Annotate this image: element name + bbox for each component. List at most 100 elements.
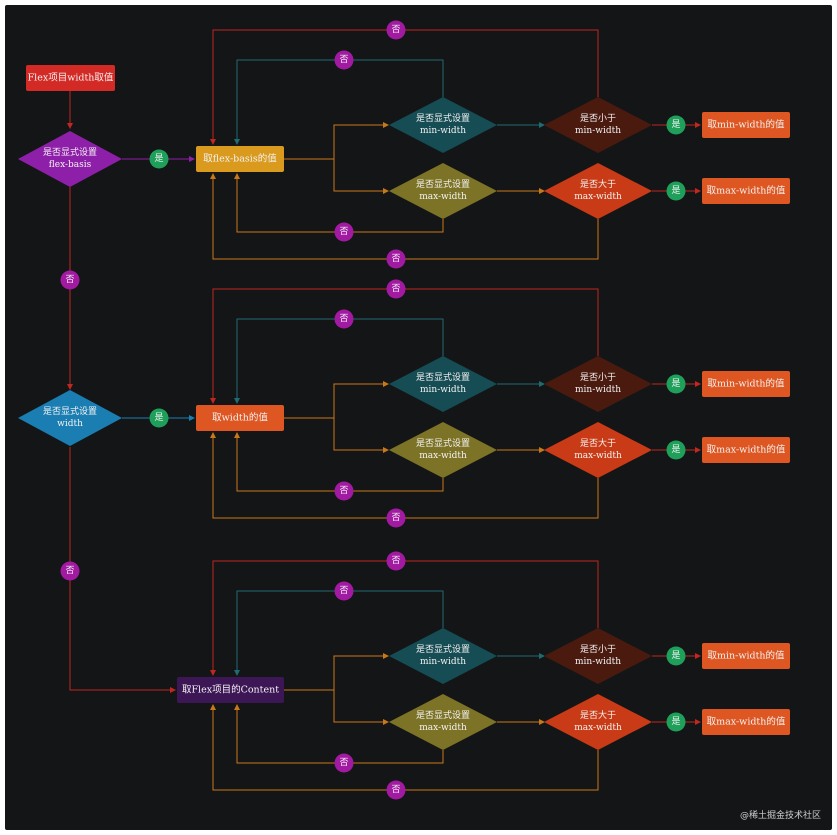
yes-badge-gt-max-row2-label-line-1: 是 (671, 444, 680, 455)
decision-width-label-line-2: width (57, 419, 83, 429)
min-set-decision-row3-label-line-2: min-width (420, 657, 466, 667)
yes-badge-gt-max-row1-label-line-1: 是 (671, 185, 680, 196)
no-badge-max-set-row3-label-line-1: 否 (339, 757, 348, 768)
take-max-node-row1 (702, 178, 790, 204)
take-min-node-row2 (702, 371, 790, 397)
max-set-decision-row1-label-line-1: 是否显式设置 (416, 178, 470, 190)
edge-width-no-to-content (69, 447, 176, 693)
edge-row1-to-max-set (333, 159, 389, 194)
start-node-label-line-1: Flex项目width取值 (28, 72, 114, 84)
no-badge-gt-max-row2 (386, 508, 406, 528)
watermark: @稀土掘金技术社区 (739, 811, 821, 821)
decision-width (18, 390, 122, 446)
no-badge-gt-max-row1 (386, 249, 406, 269)
no-badge-lt-min-row1 (386, 20, 406, 40)
yes-badge-basis (149, 149, 169, 169)
source-node-row2 (196, 405, 284, 431)
edge-row3-to-min-set (284, 653, 389, 691)
yes-badge-width (149, 408, 169, 428)
no-badge-min-set-row2 (334, 309, 354, 329)
lt-min-decision-row1-label-line-1: 是否小于 (580, 113, 616, 124)
yes-badge-lt-min-row2 (666, 374, 686, 394)
decision-width-label-line-1: 是否显式设置 (43, 405, 97, 417)
yes-badge-gt-max-row3 (666, 712, 686, 732)
no-badge-lt-min-row2 (386, 279, 406, 299)
gt-max-decision-row1-label-line-1: 是否大于 (580, 178, 616, 190)
take-max-node-row2-label-line-1: 取max-width的值 (707, 444, 786, 456)
min-set-decision-row1-label-line-1: 是否显式设置 (416, 112, 470, 124)
min-set-decision-row1 (389, 97, 497, 153)
edge-row1-to-min-set (284, 122, 389, 160)
yes-badge-gt-max-row1 (666, 181, 686, 201)
gt-max-decision-row3 (544, 694, 652, 750)
max-set-decision-row3 (389, 694, 497, 750)
no-badge-min-set-row1-label-line-1: 否 (339, 54, 348, 65)
source-node-row2-label-line-1: 取width的值 (212, 412, 268, 424)
take-min-node-row3 (702, 643, 790, 669)
no-badge-lt-min-row2-label-line-1: 否 (391, 283, 400, 294)
gt-max-decision-row2-label-line-2: max-width (574, 451, 622, 461)
take-max-node-row2 (702, 437, 790, 463)
take-max-node-row1-label-line-1: 取max-width的值 (707, 185, 786, 197)
gt-max-decision-row1 (544, 163, 652, 219)
no-badge-lt-min-row3-label-line-1: 否 (391, 555, 400, 566)
no-badge-min-set-row3-label-line-1: 否 (339, 585, 348, 596)
gt-max-decision-row1-label-line-2: max-width (574, 192, 622, 202)
no-badge-max-set-row3 (334, 753, 354, 773)
no-badge-lt-min-row1-label-line-1: 否 (391, 24, 400, 35)
lt-min-decision-row2-label-line-1: 是否小于 (580, 372, 616, 383)
yes-badge-lt-min-row1 (666, 115, 686, 135)
max-set-decision-row3-label-line-1: 是否显式设置 (416, 709, 470, 721)
max-set-decision-row1-label-line-2: max-width (419, 192, 467, 202)
min-set-decision-row3-label-line-1: 是否显式设置 (416, 643, 470, 655)
lt-min-decision-row1 (544, 97, 652, 153)
yes-badge-basis-label-line-1: 是 (154, 153, 163, 164)
lt-min-decision-row3-label-line-2: min-width (575, 657, 621, 667)
gt-max-decision-row3-label-line-2: max-width (574, 723, 622, 733)
no-badge-max-set-row1 (334, 222, 354, 242)
yes-badge-lt-min-row2-label-line-1: 是 (671, 378, 680, 389)
yes-badge-width-label-line-1: 是 (154, 412, 163, 423)
lt-min-decision-row2 (544, 356, 652, 412)
take-min-node-row3-label-line-1: 取min-width的值 (707, 650, 785, 662)
edge-row2-to-min-set (284, 381, 389, 419)
min-set-decision-row2-label-line-2: min-width (420, 385, 466, 395)
decision-flex-basis-label-line-1: 是否显式设置 (43, 146, 97, 158)
decision-flex-basis-label-line-2: flex-basis (49, 160, 92, 170)
take-min-node-row1-label-line-1: 取min-width的值 (707, 119, 785, 131)
no-badge-gt-max-row3-label-line-1: 否 (391, 784, 400, 795)
gt-max-decision-row2-label-line-1: 是否大于 (580, 437, 616, 449)
no-badge-gt-max-row1-label-line-1: 否 (391, 253, 400, 264)
min-set-decision-row2 (389, 356, 497, 412)
min-set-decision-row2-label-line-1: 是否显式设置 (416, 371, 470, 383)
gt-max-decision-row2 (544, 422, 652, 478)
lt-min-decision-row3 (544, 628, 652, 684)
no-badge-max-set-row2 (334, 481, 354, 501)
no-badge-max-set-row1-label-line-1: 否 (339, 226, 348, 237)
max-set-decision-row2 (389, 422, 497, 478)
edge-row3-to-max-set (333, 690, 389, 725)
no-badge-min-set-row3 (334, 581, 354, 601)
no-badge-basis-label-line-1: 否 (65, 274, 74, 285)
decision-flex-basis (18, 131, 122, 187)
yes-badge-gt-max-row3-label-line-1: 是 (671, 716, 680, 727)
max-set-decision-row3-label-line-2: max-width (419, 723, 467, 733)
no-badge-gt-max-row3 (386, 780, 406, 800)
no-badge-max-set-row2-label-line-1: 否 (339, 485, 348, 496)
edge-row2-to-max-set (333, 418, 389, 453)
start-node (26, 65, 115, 91)
take-max-node-row3-label-line-1: 取max-width的值 (707, 716, 786, 728)
source-node-row3-label-line-1: 取Flex项目的Content (182, 684, 279, 696)
take-min-node-row1 (702, 112, 790, 138)
source-node-row1 (196, 146, 284, 172)
no-badge-gt-max-row2-label-line-1: 否 (391, 512, 400, 523)
no-badge-min-set-row1 (334, 50, 354, 70)
source-node-row3 (177, 677, 284, 703)
lt-min-decision-row3-label-line-1: 是否小于 (580, 644, 616, 655)
yes-badge-lt-min-row1-label-line-1: 是 (671, 119, 680, 130)
yes-badge-lt-min-row3-label-line-1: 是 (671, 650, 680, 661)
take-min-node-row2-label-line-1: 取min-width的值 (707, 378, 785, 390)
no-badge-min-set-row2-label-line-1: 否 (339, 313, 348, 324)
